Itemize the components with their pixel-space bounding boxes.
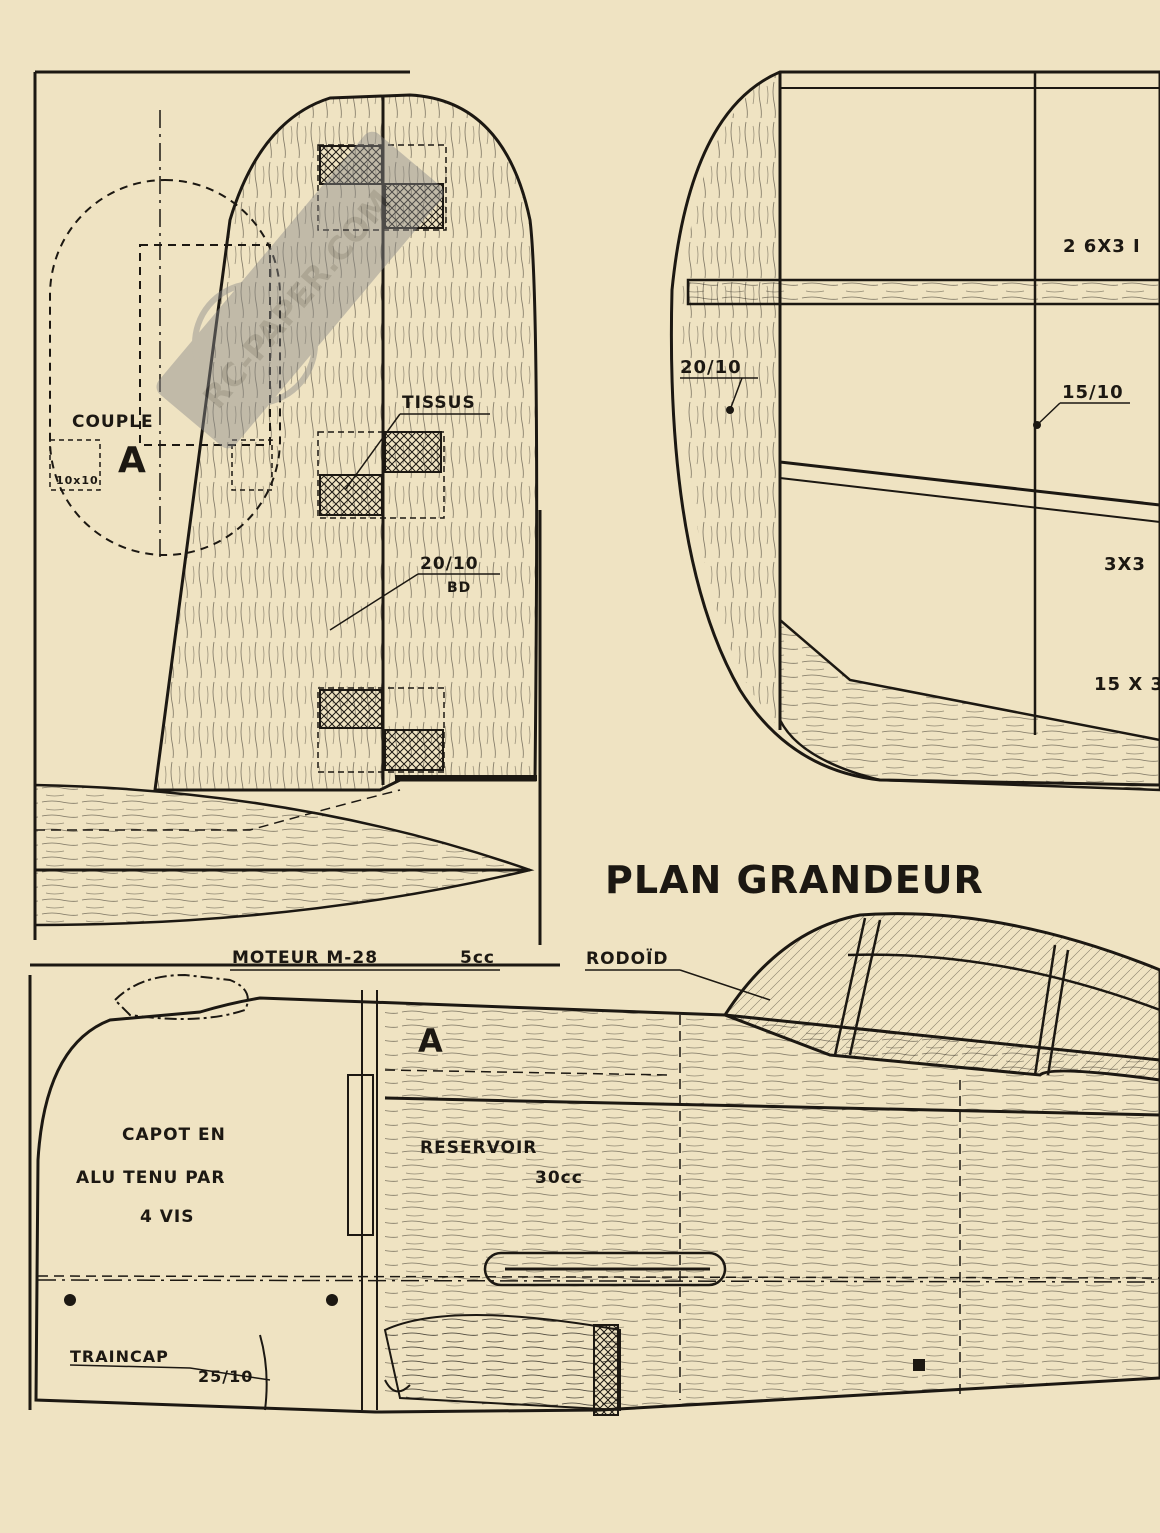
wing-rib-label: 15/10	[1062, 382, 1124, 403]
moteur-label: MOTEUR M-28	[232, 948, 378, 968]
leader-lines	[69, 377, 1130, 1381]
capot-line2: ALU TENU PAR	[76, 1168, 225, 1188]
former-a-label: A	[418, 1022, 444, 1060]
fin-thickness-label: 20/10	[420, 554, 479, 574]
reservoir-cc-label: 30cc	[535, 1168, 583, 1188]
fin-view	[153, 93, 539, 792]
wing-view	[669, 70, 1160, 792]
plan-title: PLAN GRANDEUR	[605, 858, 984, 902]
fin-bd-label: BD	[447, 580, 471, 596]
stabilizer-view	[33, 783, 535, 927]
couple-label: COUPLE	[72, 412, 154, 432]
fuselage-view	[34, 912, 1160, 1416]
wing-15x3-label: 15 X 3	[1094, 674, 1160, 695]
capot-line1: CAPOT EN	[122, 1125, 226, 1145]
wing-spar-label: 2 6X3 I	[1063, 236, 1141, 257]
traincap-size-label: 25/10	[198, 1367, 253, 1386]
reservoir-label: RESERVOIR	[420, 1138, 537, 1158]
traincap-label: TRAINCAP	[70, 1347, 169, 1366]
moteur-cc-label: 5cc	[460, 948, 495, 968]
rodoid-label: RODOÏD	[586, 947, 669, 969]
couple-size-label: 10x10	[56, 474, 99, 487]
tissus-label: TISSUS	[402, 393, 476, 413]
wing-leading-label: 20/10	[680, 357, 742, 378]
couple-letter: A	[118, 440, 147, 481]
wing-3x3-label: 3X3	[1104, 554, 1146, 575]
capot-line3: 4 VIS	[140, 1207, 194, 1227]
